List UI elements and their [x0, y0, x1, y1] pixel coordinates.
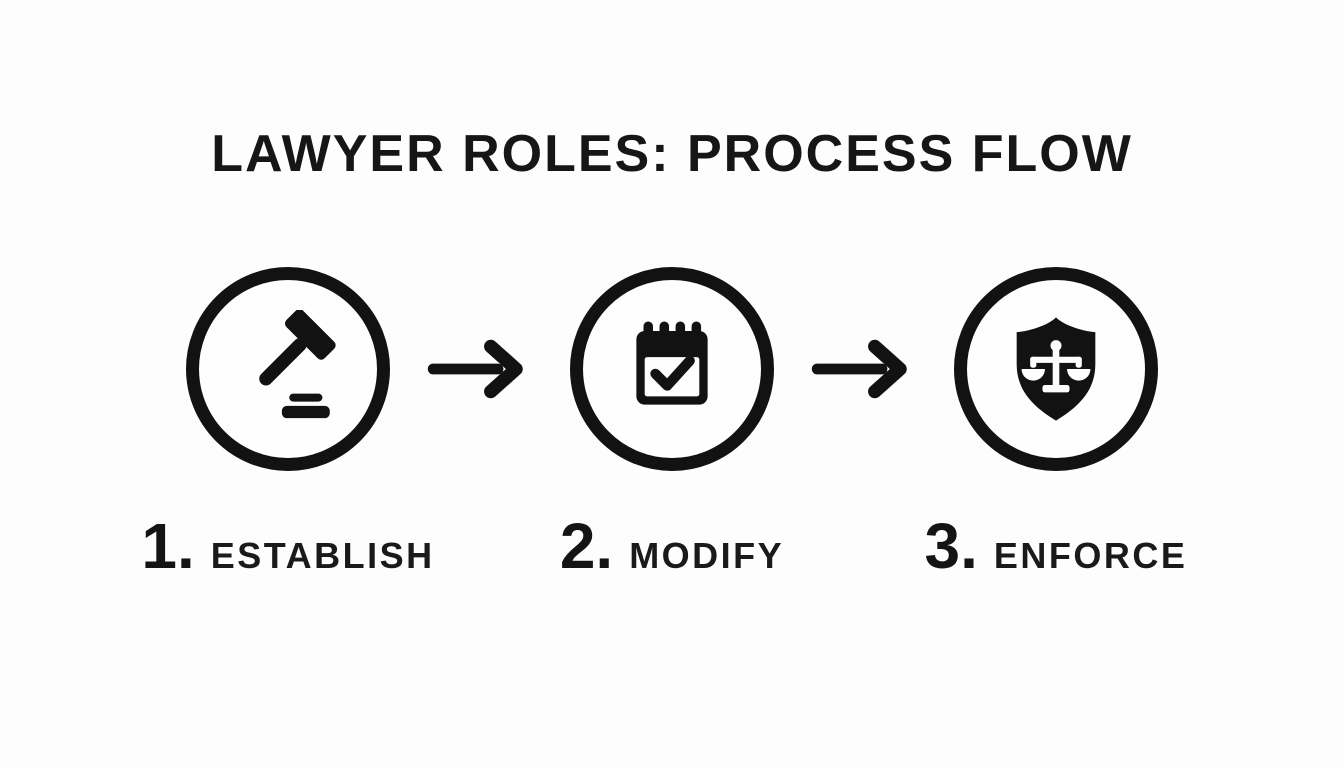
flow-arrow-1: [427, 333, 532, 405]
shield-scales-icon: [997, 310, 1115, 428]
step-number: 3.: [924, 510, 978, 583]
page-title: LAWYER ROLES: PROCESS FLOW: [211, 125, 1133, 183]
step-label: ESTABLISH: [210, 535, 435, 577]
circle-outline: [186, 267, 390, 472]
step-establish-circle: [148, 267, 428, 472]
calendar-check-icon: [615, 312, 729, 426]
labels-row: 1. ESTABLISH 2. MODIFY 3. ENFORCE: [0, 509, 1344, 583]
step-enforce-circle: [916, 267, 1196, 472]
step-number: 1.: [141, 510, 195, 583]
step-label: MODIFY: [629, 535, 785, 577]
flow-arrow-2: [811, 333, 916, 405]
arrow-right-icon: [808, 333, 920, 405]
step-label: ENFORCE: [993, 535, 1188, 577]
circle-outline: [954, 267, 1158, 472]
arrow-right-icon: [424, 333, 536, 405]
step-establish-label: 1. ESTABLISH: [141, 509, 432, 583]
circle-outline: [570, 267, 774, 472]
step-enforce-label: 3. ENFORCE: [916, 509, 1196, 583]
step-number: 2.: [559, 510, 614, 583]
step-modify-label: 2. MODIFY: [532, 509, 812, 583]
flow-row: [0, 267, 1344, 472]
step-modify-circle: [532, 267, 812, 472]
gavel-icon: [229, 310, 347, 428]
